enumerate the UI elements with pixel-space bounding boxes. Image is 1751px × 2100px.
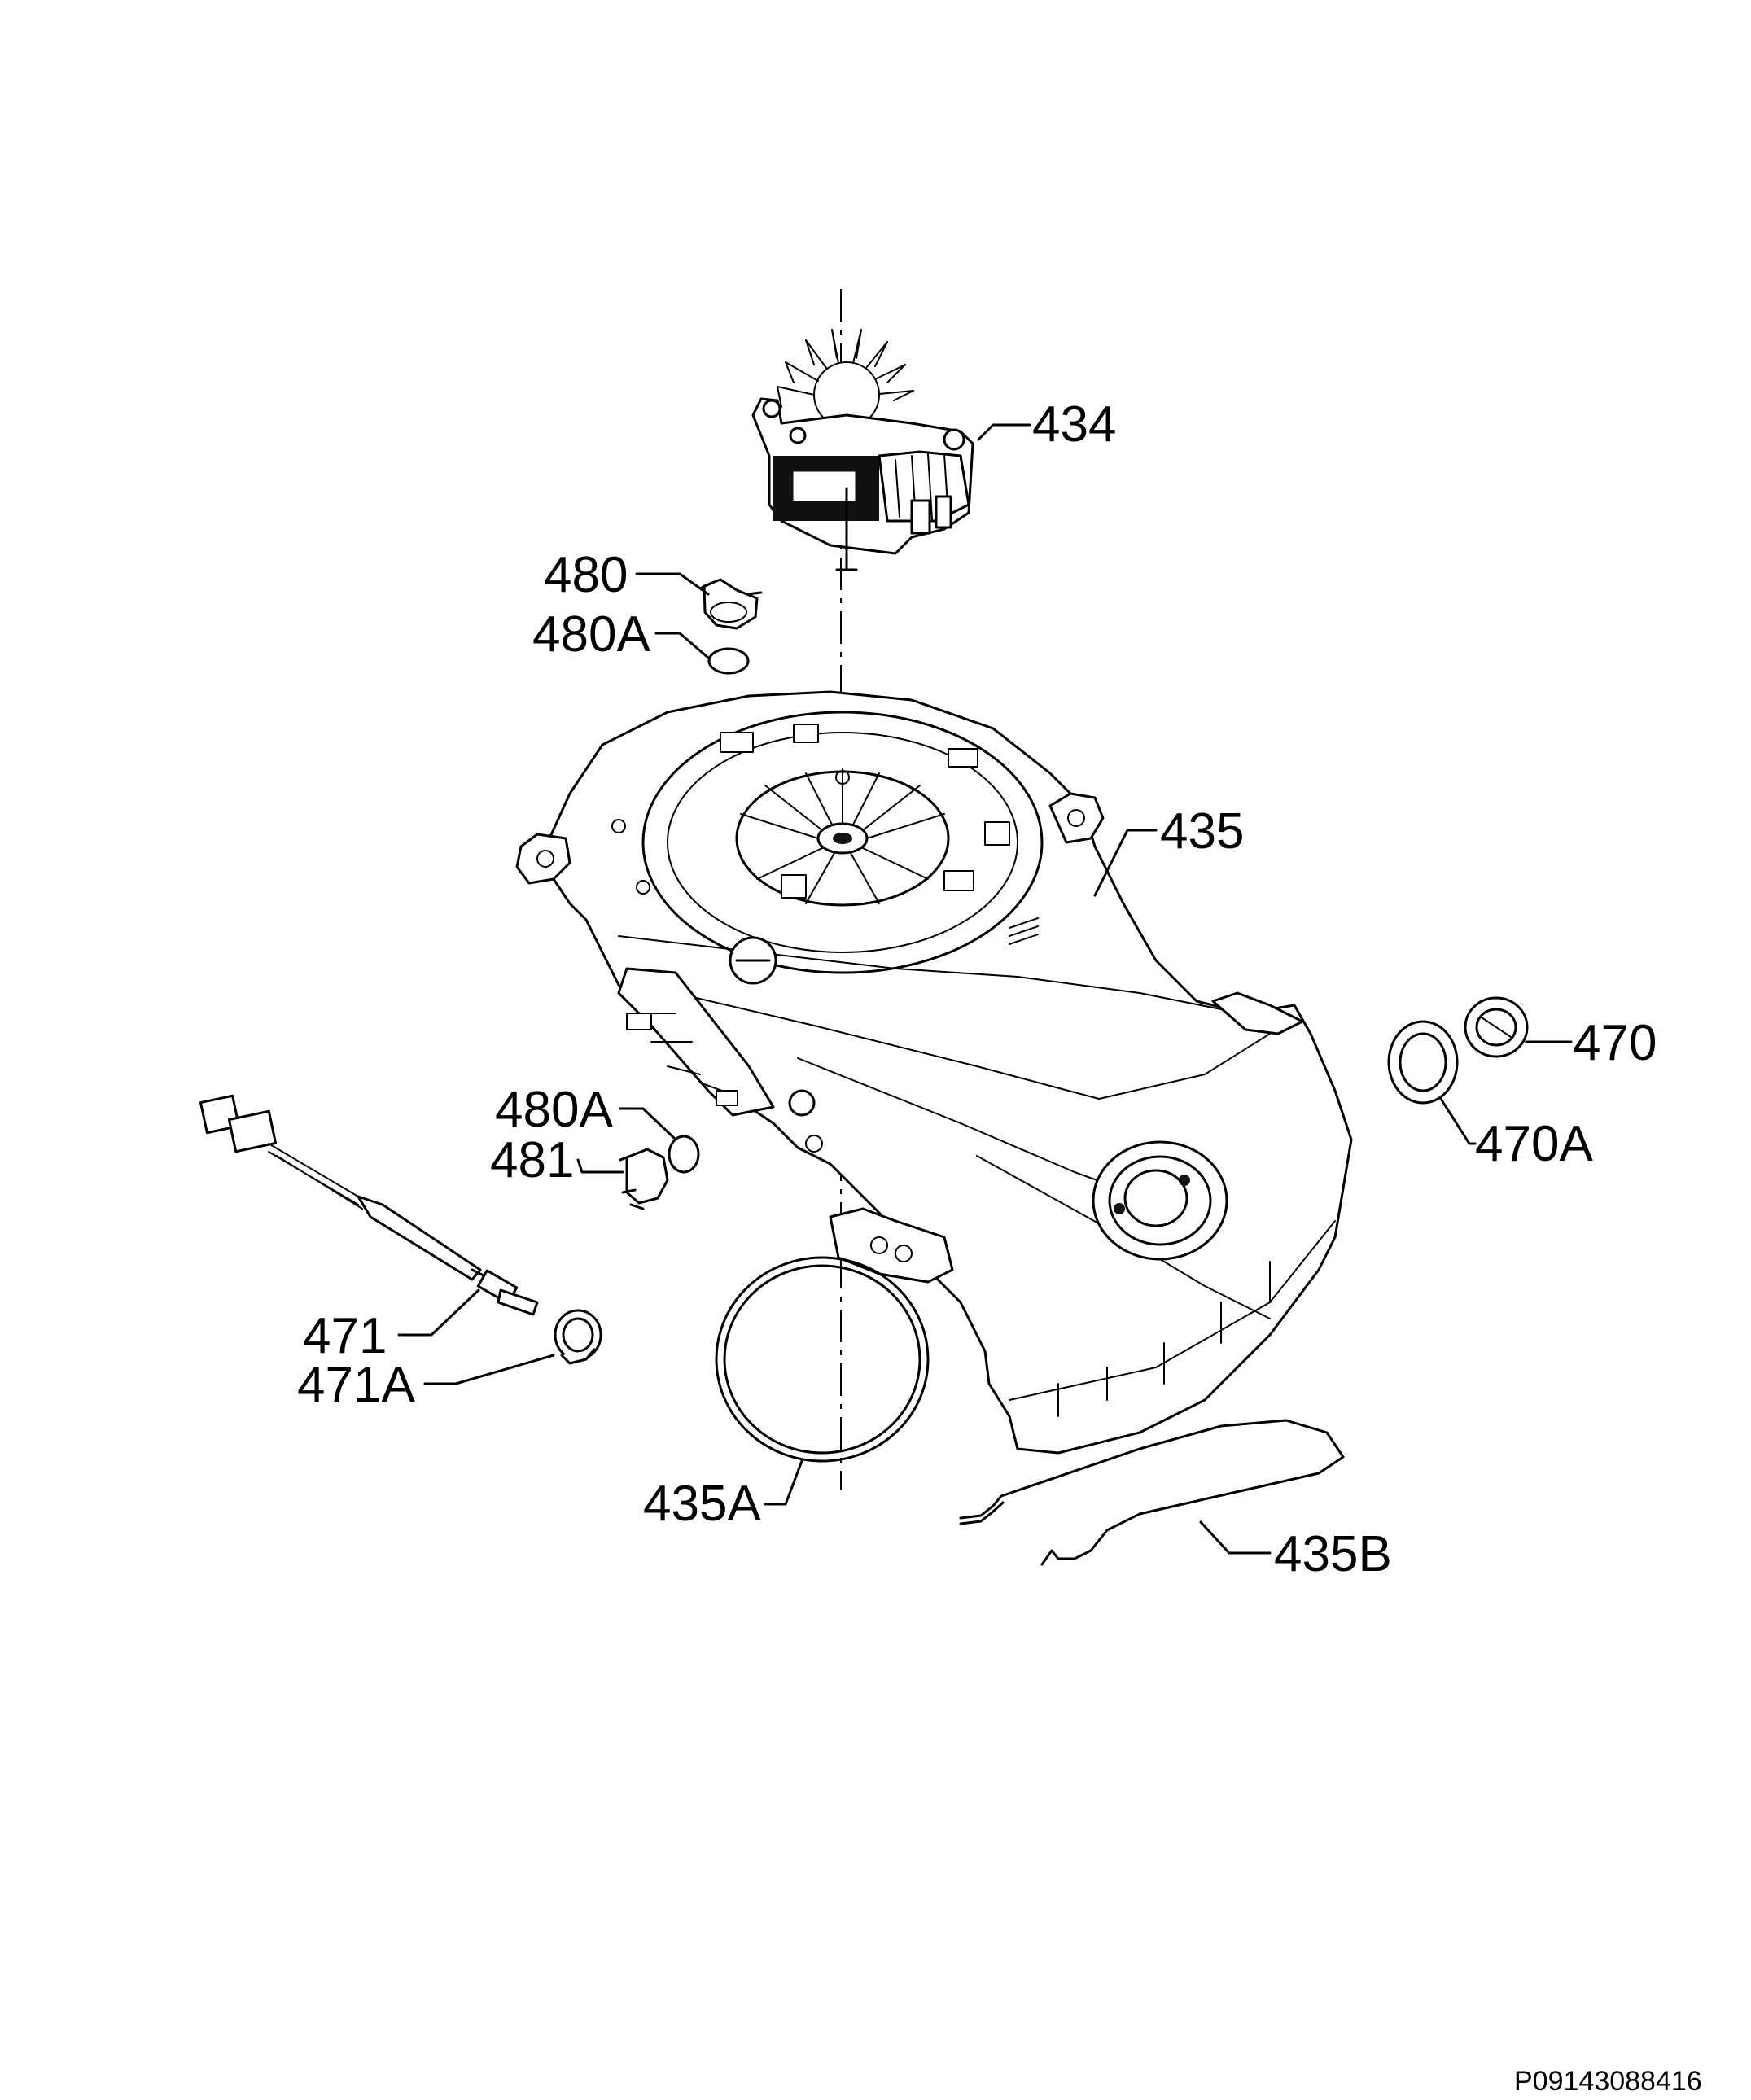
fan-motor-part: [751, 329, 974, 571]
callout-435: 435: [1160, 803, 1244, 860]
oring-435a-part: [715, 1256, 930, 1463]
impeller-spokes: [740, 768, 945, 904]
fan-housing-part: [515, 690, 1353, 1455]
callout-470a: 470A: [1475, 1116, 1593, 1172]
callout-481: 481: [490, 1132, 574, 1188]
leader-470a: [1439, 1097, 1477, 1145]
seal-ring-480a-top: [707, 647, 750, 675]
leader-480a-top: [654, 632, 710, 659]
callout-435a: 435A: [643, 1476, 761, 1532]
leader-435a: [764, 1459, 803, 1506]
thermostat-480-part: [700, 578, 763, 630]
leader-480a-mid: [619, 1107, 676, 1140]
callout-435b: 435B: [1274, 1526, 1392, 1582]
seal-ring-480a-mid: [668, 1135, 700, 1174]
grommet-470-part: [1464, 996, 1529, 1058]
housing-grille: [1009, 917, 1039, 945]
wire-clip-435b-part: [959, 1419, 1345, 1566]
fan-blades: [777, 329, 914, 428]
callout-434: 434: [1032, 396, 1116, 453]
callout-480a-mid: 480A: [495, 1082, 613, 1138]
callout-471: 471: [303, 1308, 387, 1364]
document-id: P09143088416: [1514, 2066, 1702, 2097]
leader-471a: [423, 1354, 555, 1385]
leader-435: [1093, 829, 1158, 897]
seal-470a-part: [1387, 1020, 1459, 1105]
callout-480: 480: [544, 547, 628, 603]
leader-434: [977, 423, 1031, 441]
leader-435b: [1199, 1520, 1272, 1555]
callout-471a: 471A: [297, 1357, 415, 1413]
plug-471a-part: [554, 1309, 602, 1365]
leader-480: [635, 572, 710, 596]
leader-471: [397, 1288, 480, 1337]
housing-bosses: [611, 724, 1010, 899]
callout-480a-top: 480A: [532, 606, 650, 663]
thermostat-481-part: [619, 1148, 669, 1210]
sensor-471-part: [199, 1094, 539, 1316]
leader-481: [576, 1158, 624, 1174]
callout-470: 470: [1573, 1015, 1657, 1071]
